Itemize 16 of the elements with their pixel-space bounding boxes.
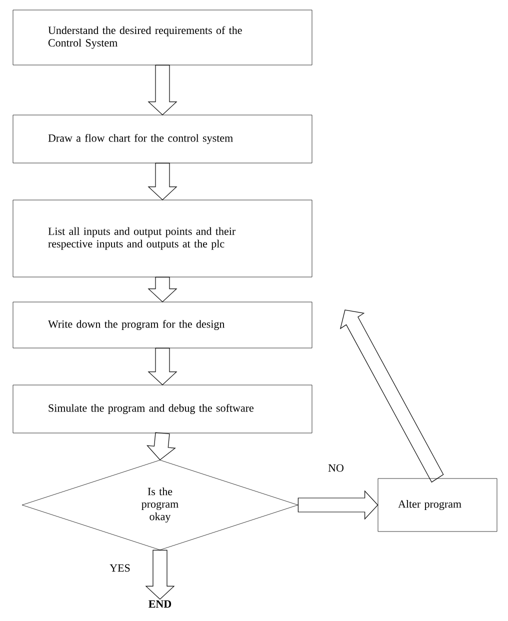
process-box: Understand the desired requirements of the Control System	[12, 10, 312, 66]
block-arrow	[148, 276, 178, 302]
process-box: Write down the program for the design	[12, 302, 312, 348]
block-arrow	[148, 162, 178, 200]
process-box: Alter program	[378, 478, 498, 532]
process-box: Simulate the program and debug the software	[12, 384, 312, 434]
end-label: END	[148, 600, 172, 608]
block-arrow	[298, 490, 378, 520]
process-box: Draw a flow chart for the control system	[12, 114, 312, 164]
edge-label: YES	[108, 563, 132, 573]
process-box: List all inputs and output points and their respective inputs and outputs at the plc	[12, 200, 312, 278]
edge-label: NO	[327, 463, 345, 473]
block-arrow	[148, 64, 178, 116]
block-arrow	[146, 432, 176, 460]
block-arrow	[148, 348, 178, 386]
block-arrow	[145, 550, 175, 600]
